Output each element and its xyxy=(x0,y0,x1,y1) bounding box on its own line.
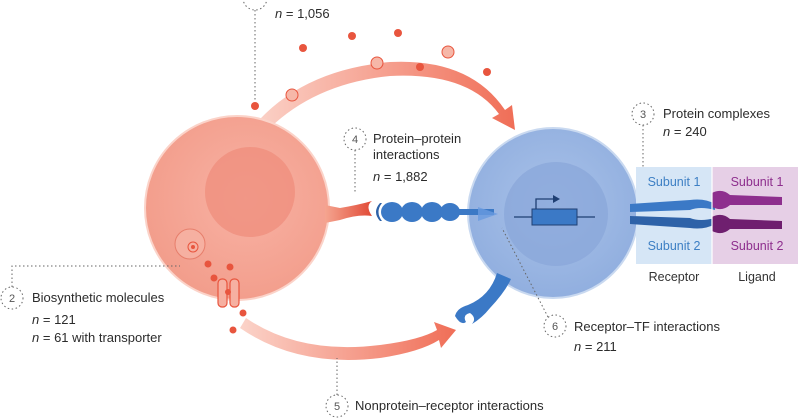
gene-box xyxy=(531,208,578,226)
top-secretion-arrow xyxy=(252,61,515,136)
ligand-subunit1-label: Subunit 1 xyxy=(731,175,784,189)
particle xyxy=(483,68,491,76)
receptor-tf-number: 6 xyxy=(552,321,558,333)
receptor-subunit1-shape xyxy=(630,199,715,212)
ligand-box-bg xyxy=(712,167,798,264)
ligand-subunit1-shape xyxy=(712,190,782,210)
nonprotein-label: Nonprotein–receptor interactions xyxy=(355,398,544,413)
particle xyxy=(210,274,218,282)
particle xyxy=(226,263,234,271)
particle xyxy=(441,45,455,59)
receptor-label: Receptor xyxy=(649,270,700,284)
particle xyxy=(299,44,307,52)
ppi-ligand xyxy=(325,201,372,223)
particle xyxy=(416,63,424,71)
top-number-circle xyxy=(242,0,268,11)
ligand-subunit2-shape xyxy=(712,214,782,234)
nonprotein-number: 5 xyxy=(334,401,340,413)
receptor-bead xyxy=(401,202,423,222)
vesicle-core xyxy=(191,245,195,249)
ligand-label: Ligand xyxy=(738,270,776,284)
receptor-bead xyxy=(381,202,403,222)
nonprotein-number-circle xyxy=(325,394,349,418)
top-leader xyxy=(242,0,268,100)
particle xyxy=(251,102,259,110)
leaders xyxy=(0,102,655,418)
receptor-subunit1-label: Subunit 1 xyxy=(648,175,701,189)
receptor-bead xyxy=(440,203,460,221)
biosynthetic-number-circle xyxy=(0,286,24,310)
bottom-secretion-arrow xyxy=(240,318,456,360)
biosynthetic-label: Biosynthetic molecules n = 121 n = 61 wi… xyxy=(32,290,165,345)
secreted-particles xyxy=(251,29,491,110)
receptor-tf-leader-line xyxy=(501,227,549,318)
ppi-label: Protein–protein interactions n = 1,882 xyxy=(373,131,462,184)
particle xyxy=(239,309,247,317)
complex-box xyxy=(630,167,798,264)
promoter-arrowhead xyxy=(553,195,560,203)
particle xyxy=(348,32,356,40)
ppi-receptor xyxy=(376,202,498,222)
biosynthetic-number: 2 xyxy=(9,293,15,305)
particle xyxy=(370,56,384,70)
particle xyxy=(204,260,212,268)
transporter-cargo xyxy=(225,289,231,295)
ppi-number: 4 xyxy=(352,134,358,146)
complexes-number: 3 xyxy=(640,109,646,121)
top-count: n = 1,056 xyxy=(275,6,330,21)
transporter xyxy=(217,278,247,334)
receptor-subunit2-label: Subunit 2 xyxy=(648,239,701,253)
nonprotein-receptor xyxy=(455,273,511,324)
ligand-subunit2-label: Subunit 2 xyxy=(731,239,784,253)
particle xyxy=(394,29,402,37)
promoter-arrow xyxy=(535,198,555,209)
receiver-cell xyxy=(467,127,639,299)
receptor-box-bg xyxy=(636,167,712,264)
receptor-bead xyxy=(421,202,443,222)
biosynthetic-leader-line xyxy=(11,265,180,287)
transporter-right xyxy=(229,278,240,308)
sender-nucleus xyxy=(205,147,295,237)
complexes-label: Protein complexes n = 240 xyxy=(663,106,770,139)
receptor-cup xyxy=(376,203,382,221)
receptor-tf-label: Receptor–TF interactions n = 211 xyxy=(574,319,720,354)
receptor-subunit2-shape xyxy=(630,216,715,229)
receptor-stalk xyxy=(458,209,494,215)
receptor-tf-number-circle xyxy=(543,314,567,338)
signal-arrowhead xyxy=(478,207,498,221)
particle xyxy=(285,88,299,102)
sender-cell xyxy=(144,115,330,301)
particle xyxy=(229,326,237,334)
